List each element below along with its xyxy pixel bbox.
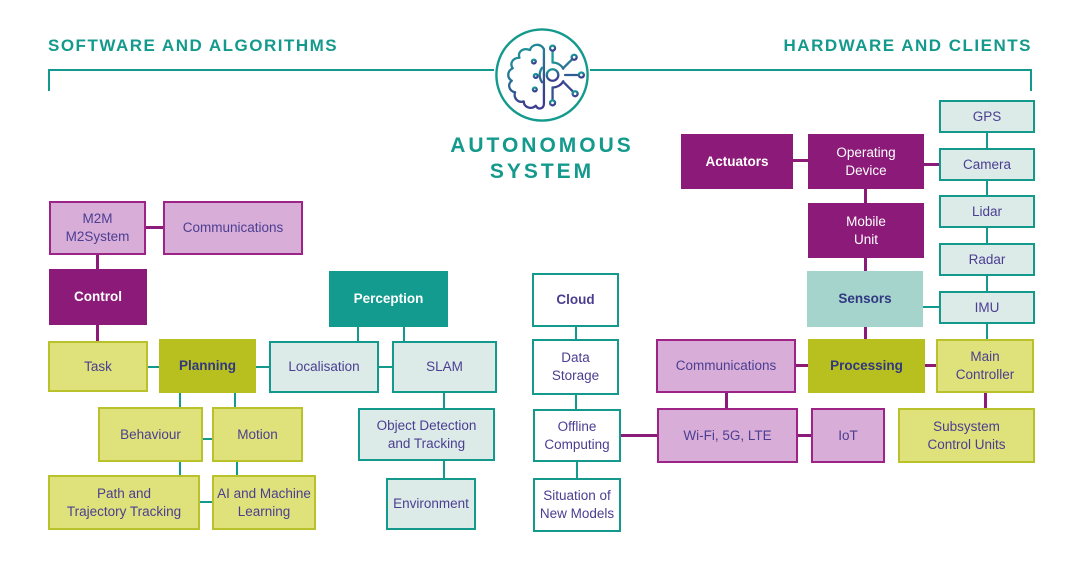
right-bracket-tick [1030,69,1032,91]
connector-offline-computing-situation-new-models [576,462,578,478]
connector-camera-lidar [986,181,988,195]
node-situation-new-models: Situation of New Models [533,478,621,532]
node-radar: Radar [939,243,1035,276]
connector-behaviour-path-trajectory [179,462,181,475]
connector-actuators-operating-device [793,159,808,162]
connector-perception-slam [403,327,405,341]
node-actuators: Actuators [681,134,793,189]
connector-offline-computing-wifi-5g-lte [621,434,657,437]
diagram-title-line2: SYSTEM [489,159,595,183]
node-motion: Motion [212,407,303,462]
connector-radar-imu [986,276,988,291]
connector-path-trajectory-ai-ml [200,501,212,503]
connector-processing-main-controller [925,364,936,367]
connector-planning-behaviour [179,393,181,407]
connector-localisation-slam [379,366,392,368]
node-localisation: Localisation [269,341,379,393]
node-cloud: Cloud [532,273,619,327]
connector-control-task [96,325,99,341]
node-subsystem-control-units: Subsystem Control Units [898,408,1035,463]
node-slam: SLAM [392,341,497,393]
node-environment: Environment [386,478,476,530]
node-object-detection: Object Detection and Tracking [358,408,495,461]
node-perception: Perception [329,271,448,327]
connector-communications-right-processing [796,364,808,367]
node-communications-left: Communications [163,201,303,255]
left-bracket-horizontal [48,69,494,71]
connector-behaviour-motion [203,438,212,440]
node-communications-right: Communications [656,339,796,393]
connector-main-controller-subsystem-control-units [984,393,987,408]
connector-operating-device-camera [924,163,939,166]
connector-slam-object-detection [443,393,445,408]
node-lidar: Lidar [939,195,1035,228]
connector-perception-localisation [357,327,359,341]
connector-sensors-processing [864,327,867,339]
node-m2m: M2M M2System [49,201,146,255]
connector-motion-ai-ml [236,462,238,475]
node-main-controller: Main Controller [936,339,1034,393]
node-sensors: Sensors [807,271,923,327]
connector-m2m-communications-left [146,226,163,229]
connector-planning-localisation [256,366,269,368]
connector-m2m-control [96,255,99,269]
node-gps: GPS [939,100,1035,133]
node-offline-computing: Offline Computing [533,409,621,462]
connector-cloud-data-storage [575,327,577,339]
connector-data-storage-offline-computing [575,395,577,409]
node-iot: IoT [811,408,885,463]
node-camera: Camera [939,148,1035,181]
node-imu: IMU [939,291,1035,324]
software-section-label: SOFTWARE AND ALGORITHMS [48,36,339,55]
node-behaviour: Behaviour [98,407,203,462]
connector-planning-motion [234,393,236,407]
node-data-storage: Data Storage [532,339,619,395]
diagram-title: AUTONOMOUS SYSTEM [412,133,672,184]
brain-gear-icon [494,27,590,123]
connector-imu-main-controller [986,324,988,339]
connector-object-detection-environment [443,461,445,478]
hardware-section-label: HARDWARE AND CLIENTS [783,36,1032,55]
node-operating-device: Operating Device [808,134,924,189]
connector-wifi-5g-lte-iot [798,434,811,437]
connector-communications-right-wifi-5g-lte [725,393,728,408]
connector-operating-device-mobile-unit [864,189,867,203]
node-ai-ml: AI and Machine Learning [212,475,316,530]
node-processing: Processing [808,339,925,393]
left-bracket-tick [48,69,50,91]
connector-mobile-unit-sensors [864,258,867,271]
node-control: Control [49,269,147,325]
node-planning: Planning [159,339,256,393]
right-bracket-horizontal [590,69,1032,71]
connector-sensors-imu [923,306,939,308]
connector-gps-camera [986,133,988,148]
node-path-trajectory: Path and Trajectory Tracking [48,475,200,530]
connector-lidar-radar [986,228,988,243]
connector-task-planning [148,366,159,368]
node-mobile-unit: Mobile Unit [808,203,924,258]
node-task: Task [48,341,148,392]
diagram-title-line1: AUTONOMOUS [450,134,634,157]
node-wifi-5g-lte: Wi-Fi, 5G, LTE [657,408,798,463]
